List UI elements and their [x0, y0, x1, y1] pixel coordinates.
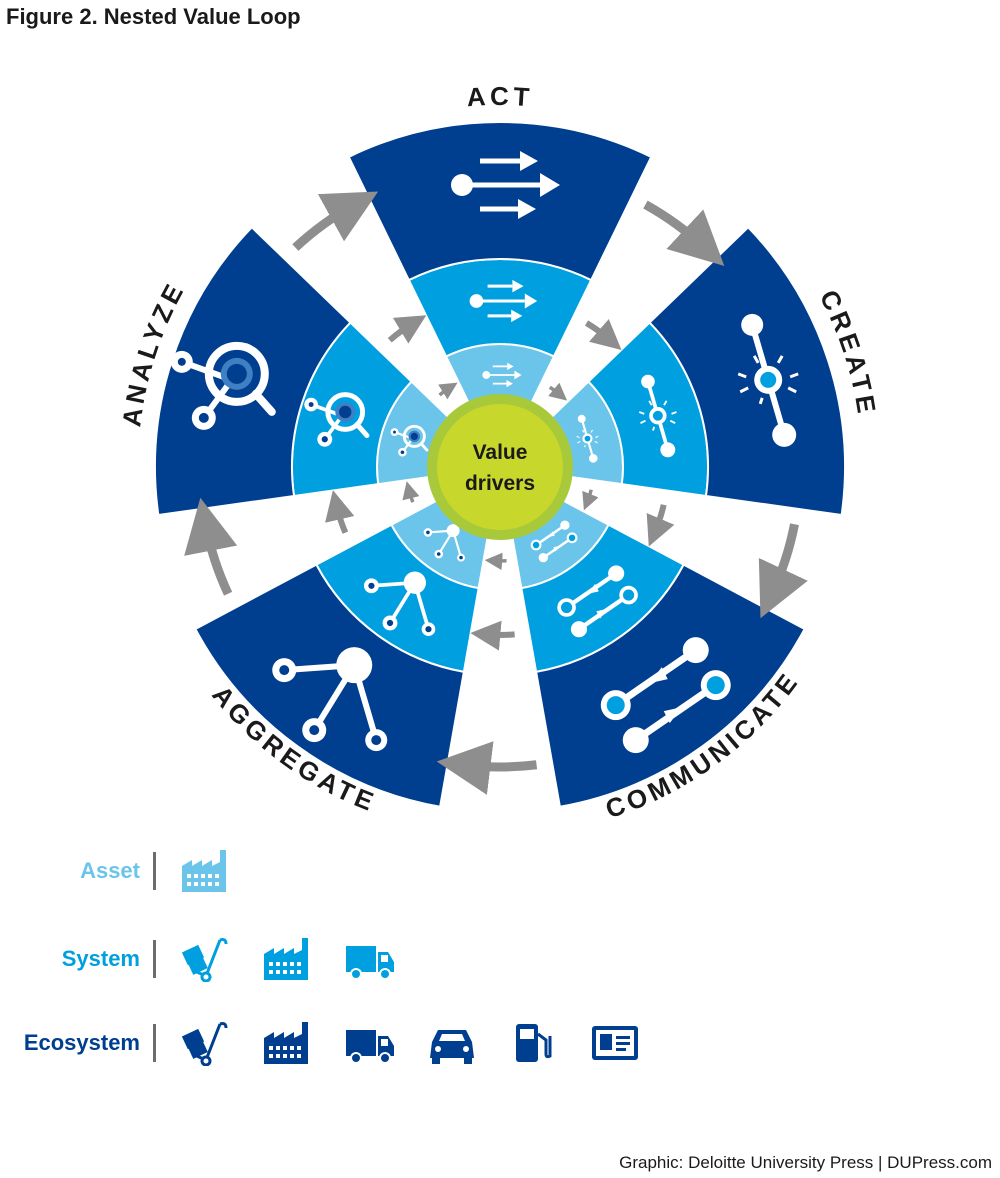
analyze-icon [170, 341, 276, 430]
cycle-arrow-inner-4 [402, 481, 420, 503]
legend-label: Ecosystem [23, 1030, 140, 1055]
outer-segment-act [347, 121, 653, 282]
create-icon [737, 313, 799, 447]
legend-icons [180, 936, 426, 982]
cycle-arrow-middle-3 [470, 620, 515, 651]
outer-segment-communicate [534, 563, 806, 808]
act-icon [469, 279, 538, 323]
cycle-arrow-outer-4 [184, 497, 238, 596]
cycle-arrow-middle-5 [387, 315, 427, 344]
cycle-arrow-middle-2 [646, 504, 675, 547]
id-card-icon [592, 1026, 638, 1060]
legend-row-ecosystem: Ecosystem [0, 1020, 700, 1080]
figure-title: Figure 2. Nested Value Loop [6, 4, 301, 29]
communicate-icon [530, 520, 578, 563]
communicate-icon [600, 637, 731, 754]
aggregate-icon [272, 647, 388, 752]
create-icon [638, 374, 677, 458]
hand-truck-icon [181, 938, 228, 982]
cycle-arrow-outer-1 [643, 200, 725, 267]
aggregate-icon [423, 524, 466, 562]
outer-segment-aggregate [194, 563, 466, 808]
analyze-icon [390, 424, 429, 457]
factory-icon [264, 938, 308, 980]
truck-icon [346, 1030, 394, 1064]
legend-icons [180, 848, 262, 894]
create-icon [576, 414, 599, 463]
graphic-credit: Graphic: Deloitte University Press | DUP… [619, 1153, 992, 1172]
legend-separator [153, 940, 156, 978]
factory-icon [182, 850, 226, 892]
factory-icon [264, 1022, 308, 1064]
cycle-arrow-outer-3 [436, 741, 538, 795]
truck-icon [346, 946, 394, 980]
cycle-arrow-inner-1 [548, 382, 568, 401]
outer-segment-create [648, 225, 846, 517]
cycle-arrow-middle-1 [584, 319, 622, 351]
nested-value-loop-diagram: Value drivers ACTCREATECOMMUNICATEAGGREG… [116, 81, 878, 824]
legend-separator [153, 852, 156, 890]
car-icon [430, 1030, 474, 1064]
value-drivers-center [437, 404, 563, 530]
cycle-arrow-middle-4 [325, 490, 355, 534]
cycle-arrow-inner-2 [582, 489, 599, 511]
legend-row-system: System [0, 936, 700, 996]
legend-label: Asset [80, 858, 140, 883]
act-icon [451, 151, 560, 219]
aggregate-icon [363, 571, 436, 637]
legend-separator [153, 1024, 156, 1062]
hand-truck-icon [181, 1022, 228, 1066]
act-icon [482, 362, 522, 388]
center-label-line2: drivers [465, 472, 535, 495]
legend-row-asset: Asset [0, 848, 700, 908]
cycle-arrow-outer-5 [292, 191, 379, 251]
legend-icons [180, 1020, 672, 1066]
outer-segment-analyze [154, 225, 352, 517]
communicate-icon [557, 565, 638, 638]
cycle-arrow-inner-5 [438, 382, 458, 400]
fuel-pump-icon [516, 1024, 552, 1062]
cycle-arrow-outer-2 [758, 523, 808, 619]
middle-segment-act [407, 258, 593, 358]
legend-label: System [61, 946, 140, 971]
stage-label-act: ACT [466, 81, 534, 112]
analyze-icon [304, 392, 370, 447]
center-label-line1: Value [473, 441, 528, 464]
